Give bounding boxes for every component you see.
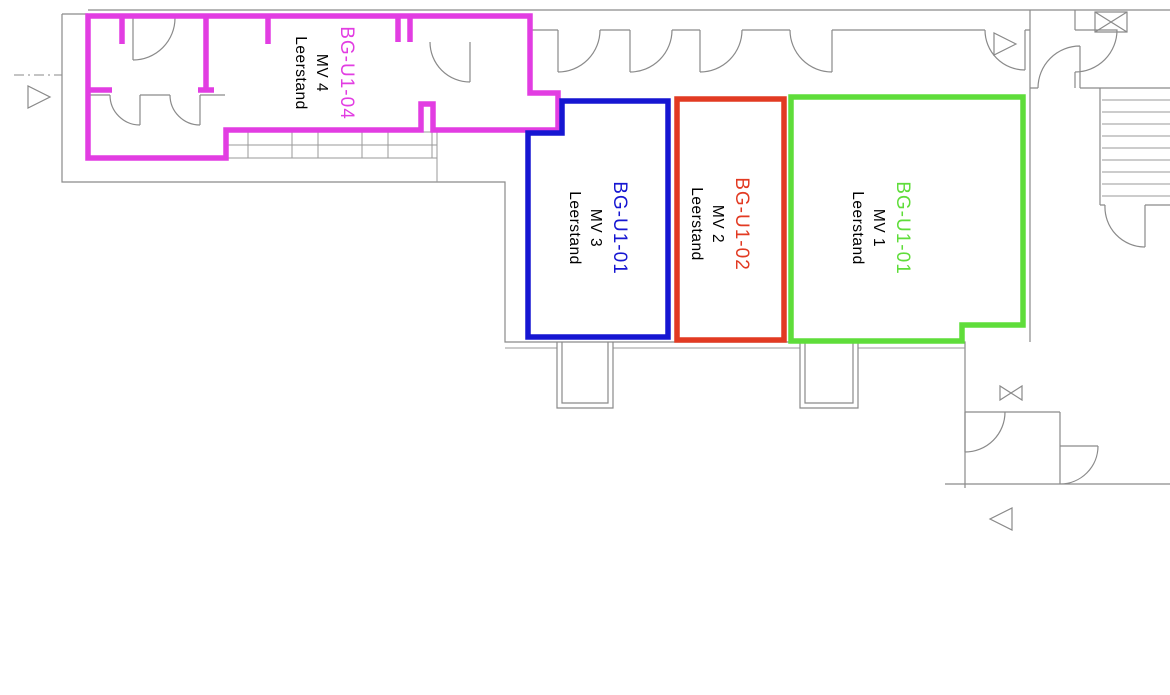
windows-middle (226, 130, 438, 182)
unit-mv-label: MV 4 (313, 54, 330, 92)
door-symbol-icon (999, 384, 1013, 402)
unit-outline-bg-u1-01-mv1[interactable] (788, 94, 1026, 344)
wall-right-wing (1037, 10, 1170, 248)
unit-wall-stubs-bg-u1-04 (88, 16, 413, 93)
unit-bg-u1-01-mv3[interactable]: BG-U1-01 MV 3 Leerstand (525, 98, 671, 340)
unit-status-label: Leerstand (688, 187, 705, 260)
base-plan (14, 9, 1170, 531)
unit-bg-u1-04[interactable]: BG-U1-04 MV 4 Leerstand (85, 13, 561, 161)
unit-mv-label: MV 1 (870, 209, 887, 247)
door-symbol-icon (1009, 384, 1023, 402)
door-swings-corridor (557, 29, 1026, 73)
unit-bg-u1-01-mv1[interactable]: BG-U1-01 MV 1 Leerstand (788, 94, 1026, 344)
unit-mv-label: MV 3 (587, 209, 604, 247)
unit-status-label: Leerstand (566, 191, 583, 264)
unit-status-label: Leerstand (292, 36, 309, 109)
unit-outline-bg-u1-02[interactable] (674, 96, 787, 343)
unit-mv-label: MV 2 (709, 205, 726, 243)
section-marker-icon (988, 507, 1013, 531)
door-swing-middle (429, 41, 471, 83)
shaft-box (1094, 11, 1128, 33)
section-marker-icon (27, 85, 52, 109)
unit-bg-u1-02[interactable]: BG-U1-02 MV 2 Leerstand (674, 96, 787, 343)
balcony-left (556, 342, 614, 409)
unit-id-label: BG-U1-02 (731, 177, 752, 271)
section-marker-icon (993, 32, 1018, 56)
wall-outline (61, 9, 1170, 488)
wall-bottom-right (945, 411, 1170, 485)
unit-status-label: Leerstand (849, 191, 866, 264)
unit-id-label: BG-U1-01 (609, 181, 630, 275)
unit-outline-bg-u1-04[interactable] (85, 13, 561, 161)
unit-id-label: BG-U1-01 (892, 181, 913, 275)
unit-outline-bg-u1-01-mv3[interactable] (525, 98, 671, 340)
stair-treads (1102, 99, 1170, 197)
balcony-right (799, 342, 859, 409)
unit-id-label: BG-U1-04 (336, 26, 357, 120)
wall-wc-interior (88, 17, 225, 126)
